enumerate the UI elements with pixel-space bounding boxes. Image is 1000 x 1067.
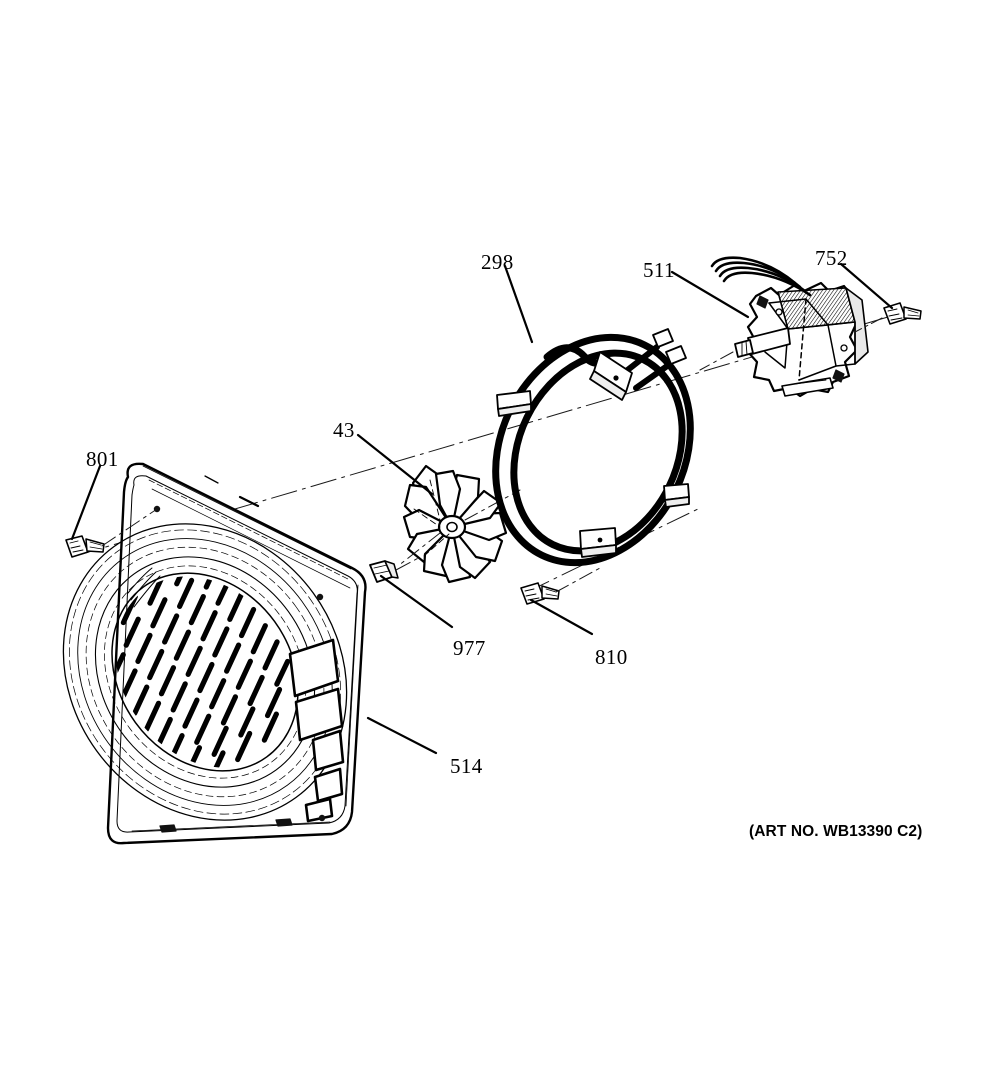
leader-511 [670,270,750,319]
panel-mounting-hole [316,593,324,601]
fan-blade-nut-977 [369,539,453,583]
callout-977[interactable]: 977 [453,636,486,660]
panel-screw-801 [65,508,158,558]
callout-801[interactable]: 801 [86,447,119,471]
leader-801 [70,464,102,541]
convection-heating-element-298 [492,328,694,567]
leader-lines [70,262,894,755]
convection-fan-blade-43 [397,464,521,584]
panel-mounting-hole [318,814,326,822]
callout-298[interactable]: 298 [481,250,514,274]
convection-fan-cover-panel [62,462,367,845]
convection-fan-motor-511 [699,256,869,398]
element-screw-810 [520,567,601,605]
panel-vent-openings [288,638,345,823]
callout-514[interactable]: 514 [450,754,483,778]
leader-977 [379,574,454,629]
callout-752[interactable]: 752 [815,246,848,270]
leader-298 [503,264,534,344]
leader-43 [356,433,434,496]
callout-43[interactable]: 43 [333,418,355,442]
motor-screw-752 [854,302,922,333]
leader-752 [839,262,894,310]
leader-514 [366,716,438,755]
callout-511[interactable]: 511 [643,258,675,282]
leader-810 [529,598,594,636]
art-number-note: (ART NO. WB13390 C2) [749,823,923,840]
callout-810[interactable]: 810 [595,645,628,669]
